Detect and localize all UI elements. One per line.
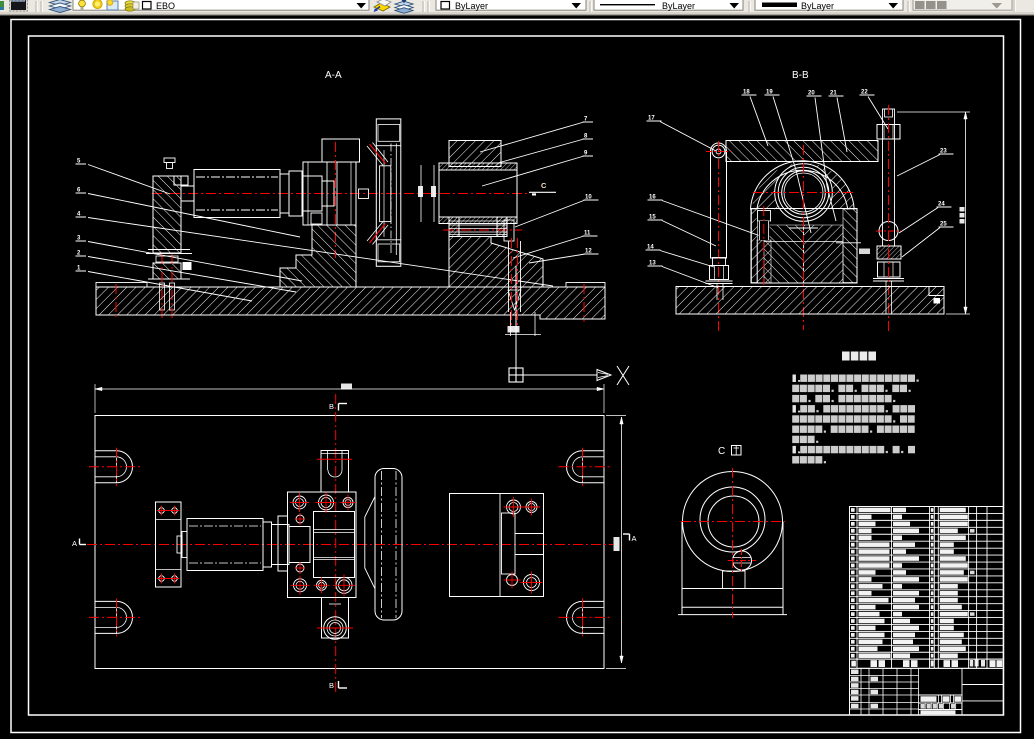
svg-text:B-B: B-B [792, 70, 809, 81]
svg-text:19: 19 [766, 90, 773, 96]
svg-text:13: 13 [649, 261, 656, 267]
svg-text:2: 2 [77, 251, 81, 257]
svg-text:ByLayer: ByLayer [801, 1, 834, 11]
svg-text:8: 8 [584, 134, 588, 140]
svg-text:18: 18 [743, 90, 750, 96]
svg-text:C: C [718, 446, 725, 457]
svg-text:16: 16 [649, 195, 656, 201]
svg-text:A-A: A-A [325, 70, 342, 81]
svg-text:C: C [541, 181, 547, 190]
svg-text:23: 23 [940, 149, 947, 155]
svg-text:A: A [632, 534, 637, 543]
svg-text:20: 20 [808, 91, 815, 97]
svg-text:25: 25 [940, 222, 947, 228]
svg-text:ByLayer: ByLayer [455, 1, 488, 11]
svg-text:5: 5 [77, 159, 81, 165]
svg-text:21: 21 [830, 91, 837, 97]
svg-text:22: 22 [861, 90, 868, 96]
svg-text:11: 11 [584, 231, 591, 237]
svg-text:EBO: EBO [156, 1, 175, 11]
svg-text:7: 7 [584, 117, 588, 123]
svg-text:12: 12 [585, 249, 592, 255]
svg-text:1: 1 [77, 266, 81, 272]
svg-text:17: 17 [648, 116, 655, 122]
svg-text:24: 24 [938, 202, 945, 208]
svg-text:3: 3 [77, 236, 81, 242]
svg-text:10: 10 [585, 195, 592, 201]
svg-text:4: 4 [77, 212, 81, 218]
svg-text:6: 6 [77, 188, 81, 194]
svg-text:14: 14 [647, 245, 654, 251]
svg-text:15: 15 [649, 215, 656, 221]
svg-text:B: B [329, 681, 334, 690]
svg-text:ByLayer: ByLayer [662, 1, 695, 11]
svg-text:9: 9 [584, 151, 588, 157]
svg-text:B: B [329, 402, 334, 411]
svg-text:A: A [72, 539, 77, 548]
